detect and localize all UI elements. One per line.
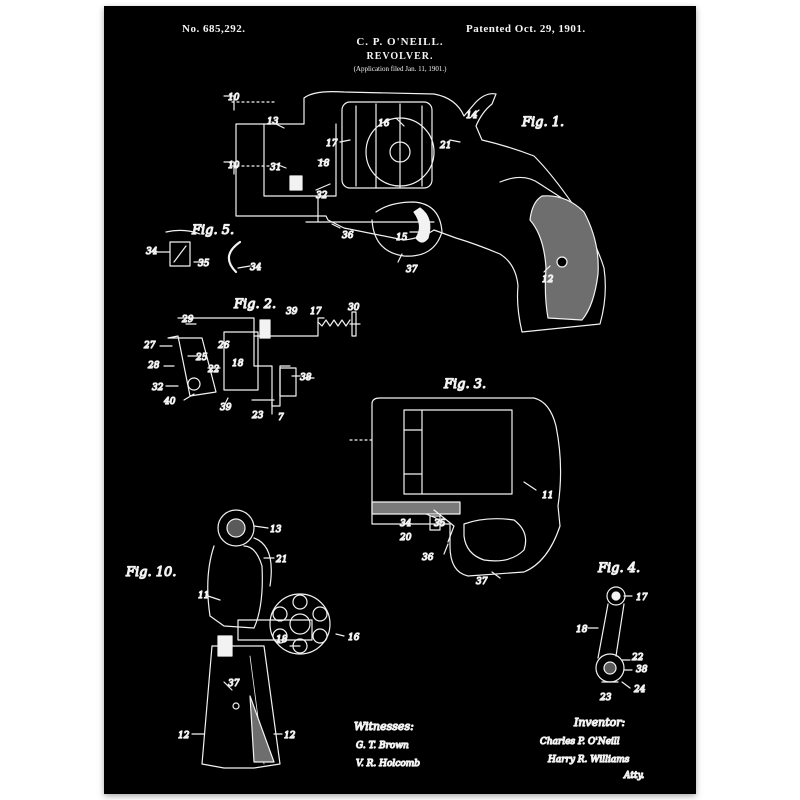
witness-signature-1: G. T. Brown: [356, 741, 409, 751]
svg-text:34: 34: [400, 519, 412, 529]
fig3-drawing: [349, 397, 562, 579]
svg-text:34: 34: [146, 247, 158, 257]
svg-text:16: 16: [348, 633, 360, 643]
inventor-block: Inventor: Charles P. O'Neill Harry R. Wi…: [539, 715, 645, 781]
fig2-label: Fig. 2.: [233, 297, 276, 312]
fig10-reference-numerals: 13 21 11 18 16 37 12 12: [177, 524, 360, 741]
fig5-reference-numerals: 34 35 34: [145, 246, 262, 273]
svg-text:18: 18: [318, 159, 330, 169]
svg-text:21: 21: [439, 141, 451, 151]
svg-text:22: 22: [631, 653, 644, 663]
svg-text:10: 10: [228, 93, 240, 103]
inventor-name: C. P. O'NEILL.: [356, 36, 444, 48]
svg-text:13: 13: [270, 525, 282, 535]
svg-text:37: 37: [228, 679, 240, 689]
svg-text:39: 39: [220, 403, 232, 413]
fig10-label: Fig. 10.: [125, 565, 176, 580]
svg-text:38: 38: [300, 373, 312, 383]
witnesses-block: Witnesses: G. T. Brown V. R. Holcomb: [353, 719, 420, 769]
svg-text:13: 13: [267, 117, 279, 127]
application-filed: (Application filed Jan. 11, 1901.): [353, 65, 447, 73]
fig3-label: Fig. 3.: [443, 377, 486, 392]
svg-text:30: 30: [348, 303, 360, 313]
svg-text:23: 23: [599, 693, 612, 703]
svg-text:35: 35: [198, 259, 210, 269]
svg-text:34: 34: [250, 263, 262, 273]
svg-text:36: 36: [342, 231, 354, 241]
patent-poster: No. 685,292. Patented Oct. 29, 1901. C. …: [104, 6, 696, 794]
svg-text:11: 11: [198, 591, 209, 601]
svg-text:40: 40: [163, 397, 176, 407]
fig4-drawing: [587, 586, 633, 689]
svg-text:7: 7: [278, 413, 284, 423]
patent-date: Patented Oct. 29, 1901.: [466, 23, 586, 35]
witnesses-heading: Witnesses:: [354, 720, 414, 733]
svg-text:17: 17: [326, 139, 338, 149]
svg-text:15: 15: [396, 233, 408, 243]
svg-text:14: 14: [466, 111, 478, 121]
svg-text:32: 32: [316, 191, 328, 201]
fig5-label: Fig. 5.: [191, 223, 234, 238]
fig5-drawing: [153, 229, 251, 274]
witness-signature-2: V. R. Holcomb: [356, 759, 420, 769]
svg-text:16: 16: [378, 119, 390, 129]
svg-text:18: 18: [232, 359, 244, 369]
fig2-drawing: [159, 311, 361, 415]
svg-text:17: 17: [310, 307, 322, 317]
svg-text:38: 38: [636, 665, 648, 675]
svg-text:11: 11: [542, 491, 553, 501]
svg-text:32: 32: [152, 383, 164, 393]
svg-text:21: 21: [275, 555, 287, 565]
attorney-suffix: Atty.: [623, 771, 644, 781]
svg-text:18: 18: [276, 635, 288, 645]
svg-text:37: 37: [406, 265, 418, 275]
svg-text:12: 12: [542, 275, 554, 285]
svg-text:24: 24: [633, 685, 646, 695]
fig1-revolver-drawing: [223, 91, 606, 333]
fig4-reference-numerals: 17 18 22 38 24 23: [575, 592, 648, 703]
svg-text:12: 12: [284, 731, 296, 741]
svg-text:18: 18: [576, 625, 588, 635]
fig4-label: Fig. 4.: [597, 561, 640, 576]
svg-text:36: 36: [422, 553, 434, 563]
svg-text:17: 17: [636, 593, 648, 603]
svg-text:12: 12: [178, 731, 190, 741]
patent-drawing: Fig. 1. 10 13 16 14 17 21 18 31 32 36 15…: [124, 91, 648, 782]
fig1-label: Fig. 1.: [521, 115, 564, 130]
fig10-drawing: [191, 509, 345, 769]
svg-text:28: 28: [147, 361, 160, 371]
fig1-reference-numerals: 10 13 16 14 17 21 18 31 32 36 15 37 12 1…: [227, 92, 554, 285]
svg-text:10: 10: [228, 161, 240, 171]
fig2-reference-numerals: 29 39 17 30 27 26 18 28 25 22 38 32 40 3…: [142, 302, 360, 423]
svg-text:27: 27: [143, 341, 156, 351]
svg-text:29: 29: [181, 315, 194, 325]
patent-title: REVOLVER.: [366, 51, 434, 62]
svg-text:31: 31: [270, 163, 281, 173]
inventor-heading: Inventor:: [573, 716, 625, 729]
svg-text:35: 35: [434, 519, 446, 529]
inventor-signature: Charles P. O'Neill: [540, 737, 620, 747]
svg-text:23: 23: [251, 411, 264, 421]
attorney-signature: Harry R. Williams: [547, 755, 630, 765]
svg-text:20: 20: [399, 533, 412, 543]
svg-text:22: 22: [207, 365, 220, 375]
svg-text:39: 39: [286, 307, 298, 317]
fig3-reference-numerals: 11 34 35 20 36 37: [398, 490, 554, 587]
svg-text:25: 25: [195, 353, 208, 363]
patent-number: No. 685,292.: [182, 23, 246, 35]
svg-text:37: 37: [476, 577, 488, 587]
svg-text:26: 26: [217, 341, 230, 351]
